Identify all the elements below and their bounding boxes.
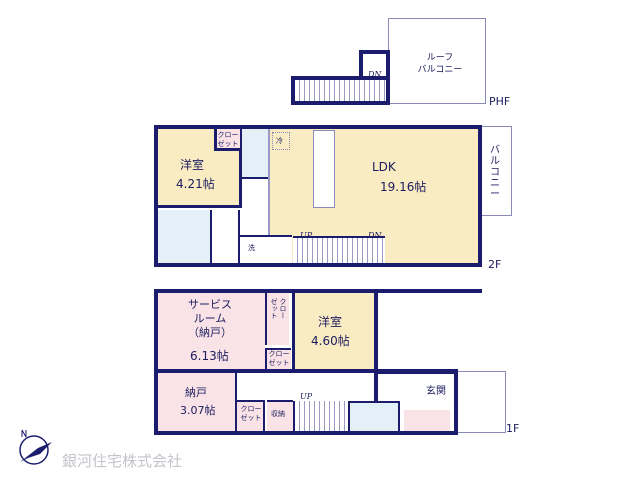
fridge-label: 冷 bbox=[276, 137, 283, 145]
compass-logo bbox=[19, 429, 52, 465]
phf-stairs bbox=[291, 76, 390, 105]
closet-b-label: クロー ゼット bbox=[268, 350, 290, 367]
washer-label: 洗 bbox=[248, 244, 255, 252]
phf-stair-dn: DN bbox=[368, 70, 382, 79]
storage-room-name: 納戸 bbox=[185, 386, 207, 399]
closet-c-label: クロー ゼット bbox=[240, 405, 262, 422]
washer-area bbox=[240, 235, 292, 263]
entrance-label: 玄関 bbox=[426, 386, 446, 397]
service-room bbox=[158, 293, 265, 370]
closet-b bbox=[265, 348, 291, 370]
bathroom bbox=[158, 210, 212, 263]
kitchen-counter bbox=[313, 130, 335, 208]
floor-1f bbox=[154, 289, 378, 435]
toilet-1f bbox=[348, 401, 400, 431]
storage-label: 収納 bbox=[271, 410, 285, 418]
stairs-2f bbox=[293, 236, 385, 263]
stair-up-2f: UP bbox=[300, 231, 313, 240]
entrance-porch bbox=[458, 371, 506, 433]
ldk-name: LDK bbox=[372, 160, 396, 174]
ldk-size: 19.16帖 bbox=[380, 180, 427, 194]
toilet-2f bbox=[242, 129, 268, 179]
company-name: 銀河住宅株式会社 bbox=[62, 452, 183, 470]
washroom bbox=[212, 210, 240, 263]
storage bbox=[267, 400, 293, 431]
stairs-1f bbox=[293, 401, 346, 431]
floor-2f-label: 2F bbox=[488, 258, 502, 271]
closet-2f bbox=[214, 129, 240, 151]
1f-mid-wall bbox=[154, 369, 458, 373]
balcony-label: バルコニー bbox=[490, 145, 500, 200]
fridge bbox=[272, 132, 290, 150]
western-room-1f-size: 4.60帖 bbox=[311, 334, 350, 348]
storage-room-size: 3.07帖 bbox=[180, 404, 216, 417]
stair-up-1f: UP bbox=[300, 392, 313, 401]
closet-a-label: クロー ゼット bbox=[270, 298, 287, 319]
stair-dn-2f: DN bbox=[368, 231, 382, 240]
western-room-1f bbox=[292, 293, 374, 370]
western-room-2f-name: 洋室 bbox=[180, 158, 205, 172]
western-room-2f-size: 4.21帖 bbox=[176, 177, 215, 191]
western-room-1f-name: 洋室 bbox=[318, 315, 343, 329]
closet-a bbox=[265, 293, 289, 345]
storage-room bbox=[158, 373, 237, 431]
service-room-size: 6.13帖 bbox=[190, 349, 229, 363]
closet-c bbox=[237, 400, 265, 431]
service-room-name: サービス ルーム （納戸） bbox=[188, 298, 232, 339]
phf-floor-label: PHF bbox=[489, 95, 511, 108]
roof-balcony-label: ルーフ バルコニー bbox=[417, 53, 463, 75]
entrance-step bbox=[404, 410, 450, 431]
floor-2f bbox=[154, 125, 482, 267]
closet-2f-label: クロー ゼット bbox=[217, 131, 239, 148]
floor-1f-label: 1F bbox=[506, 422, 520, 435]
